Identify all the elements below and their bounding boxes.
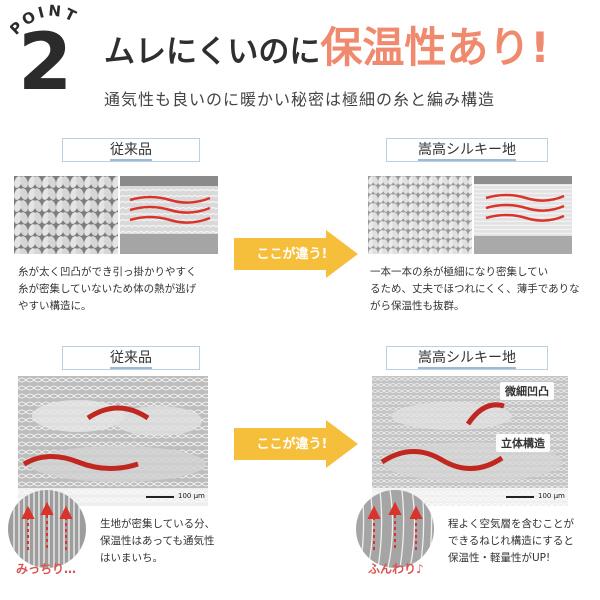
3d-structure-tag: 立体構造 xyxy=(496,434,550,452)
fluffy-fiber-closeup xyxy=(356,490,434,568)
arrow-right-icon xyxy=(234,230,358,278)
section1-right-label: 嵩高シルキー地 xyxy=(386,138,548,162)
conventional-cross-section xyxy=(120,176,218,254)
scale-label: 100 μm xyxy=(178,492,205,500)
silky-cross-section xyxy=(474,176,572,254)
scale-label: 100 μm xyxy=(538,492,565,500)
section2-right-label: 嵩高シルキー地 xyxy=(386,346,548,370)
section2-left-label-text: 従来品 xyxy=(110,349,152,369)
section1-left-label-text: 従来品 xyxy=(110,141,152,161)
fiber-highlight xyxy=(22,454,139,471)
section2-right-description: 程よく空気層を含むことが できるねじれ構造にすると 保温性・軽量性がUP! xyxy=(448,518,574,564)
point-number: 2 xyxy=(18,18,72,108)
conventional-sem-image xyxy=(18,376,208,506)
headline: ムレにくいのに保温性あり! xyxy=(104,22,550,83)
conventional-knit-photo xyxy=(14,176,118,254)
headline-accent: 保温性あり! xyxy=(320,23,550,72)
point-label: POINT xyxy=(6,1,90,38)
heat-wave xyxy=(485,203,565,212)
scale-bar xyxy=(506,496,534,498)
difference-arrow: ここが違う! xyxy=(234,230,358,278)
heat-wave xyxy=(129,205,211,214)
fiber-highlight xyxy=(380,449,504,471)
section1-right-description: 一本一本の糸が極細になり密集してい るため、丈夫でほつれにくく、薄手でありな が… xyxy=(370,266,580,312)
fiber-highlight xyxy=(86,405,150,421)
micro-unevenness-tag: 微細凹凸 xyxy=(500,382,554,400)
arrow-text: ここが違う! xyxy=(256,247,328,262)
headline-dark: ムレにくいのに xyxy=(104,34,321,70)
heat-wave xyxy=(129,215,211,224)
arrow-right-icon xyxy=(234,420,358,468)
scale-bar xyxy=(146,496,174,498)
heat-wave xyxy=(129,195,211,204)
section1-right-label-text: 嵩高シルキー地 xyxy=(418,141,516,161)
section1-left-description: 糸が太く凹凸ができ引っ掛かりやすく 糸が密集していないため体の熱が逃げ やすい構… xyxy=(18,266,197,312)
arrow-up-icon xyxy=(21,501,73,550)
fluffy-caption: ふんわり♪ xyxy=(368,562,424,576)
section2-left-description: 生地が密集している分、 保温性はあっても通気性 はいまいち。 xyxy=(100,518,216,564)
section2-left-label: 従来品 xyxy=(62,346,200,370)
dense-caption: みっちり… xyxy=(16,562,77,576)
difference-arrow: ここが違う! xyxy=(234,420,358,468)
section1-left-label: 従来品 xyxy=(62,138,200,162)
subline: 通気性も良いのに暖かい秘密は極細の糸と編み構造 xyxy=(104,90,496,109)
arrow-up-icon xyxy=(367,501,423,550)
arrow-text: ここが違う! xyxy=(256,437,328,452)
heat-wave xyxy=(485,213,565,222)
fiber-highlight xyxy=(465,402,505,426)
section2-right-label-text: 嵩高シルキー地 xyxy=(418,349,516,369)
silky-knit-photo xyxy=(368,176,472,254)
dense-fiber-closeup xyxy=(8,490,86,568)
heat-wave xyxy=(485,193,565,202)
